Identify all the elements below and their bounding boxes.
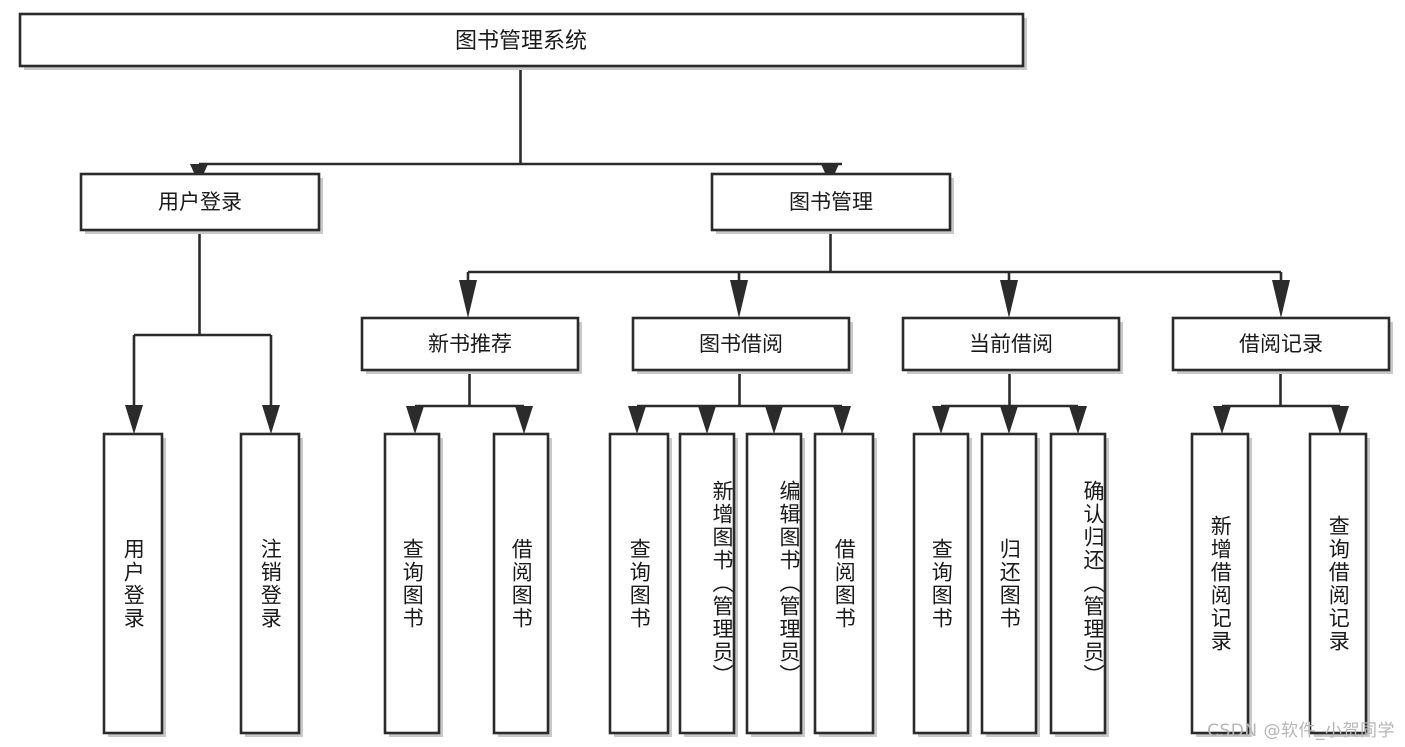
leaf-confirm-return-box[interactable] [1049, 432, 1107, 735]
arrowhead-leaf-query-book-2 [628, 406, 646, 434]
node-root-box[interactable] [18, 12, 1025, 68]
arrowhead-book-borrow [730, 280, 748, 318]
node-new-book-recommend-box[interactable] [360, 316, 580, 372]
node-user-login-label: 用户登录 [158, 190, 242, 214]
leaf-query-book-3-box[interactable] [912, 432, 970, 735]
leaf-query-record-box[interactable] [1308, 432, 1368, 735]
leaf-user-login-box[interactable] [102, 432, 164, 735]
arrowhead-leaf-logout [262, 405, 280, 434]
leaf-add-record-box[interactable] [1190, 432, 1250, 735]
arrowhead-borrow-record [1272, 280, 1290, 318]
node-book-manage-box[interactable] [710, 172, 952, 232]
node-book-manage-label: 图书管理 [789, 190, 873, 214]
nodes: 图书管理系统 用户登录 图书管理 新书推荐 图书借阅 当前借阅 [18, 12, 1393, 737]
leaf-return-book-box[interactable] [980, 432, 1038, 735]
node-book-borrow-label: 图书借阅 [699, 332, 783, 356]
leaf-query-book-1-box[interactable] [383, 432, 441, 735]
node-root-label: 图书管理系统 [455, 29, 587, 54]
arrowhead-current-borrow [1000, 280, 1018, 318]
node-new-book-recommend-label: 新书推荐 [428, 332, 512, 356]
arrowhead-new-book-recommend [459, 280, 477, 318]
leaf-borrow-book-1-box[interactable] [492, 432, 550, 735]
node-book-borrow-box[interactable] [631, 316, 851, 372]
leaf-borrow-book-2-box[interactable] [813, 432, 875, 735]
leaf-query-book-2-box[interactable] [608, 432, 670, 735]
arrowhead-leaf-confirm-return [1069, 406, 1087, 434]
node-current-borrow-label: 当前借阅 [969, 332, 1053, 356]
arrowhead-leaf-add-book [698, 406, 716, 434]
arrowhead-leaf-query-book-3 [932, 406, 950, 434]
arrowhead-leaf-query-book-1 [406, 406, 424, 434]
watermark-text: CSDN @软件_小贺同学 [1207, 721, 1395, 741]
leaf-edit-book-box[interactable] [745, 432, 803, 735]
node-user-login-box[interactable] [79, 172, 321, 232]
arrowhead-leaf-borrow-book-2 [833, 406, 851, 434]
node-borrow-record-label: 借阅记录 [1239, 332, 1323, 356]
arrowhead-leaf-add-record [1213, 406, 1231, 434]
connectors [125, 66, 1349, 434]
leaf-add-book-box[interactable] [678, 432, 736, 735]
arrowhead-leaf-edit-book [765, 406, 783, 434]
arrowhead-leaf-user-login [125, 405, 143, 434]
node-borrow-record-box[interactable] [1171, 316, 1391, 372]
arrowhead-leaf-return-book [1000, 406, 1018, 434]
node-current-borrow-box[interactable] [901, 316, 1121, 372]
arrowhead-leaf-borrow-book-1 [515, 406, 533, 434]
leaf-logout-box[interactable] [239, 432, 301, 735]
arrowhead-leaf-query-record [1331, 406, 1349, 434]
